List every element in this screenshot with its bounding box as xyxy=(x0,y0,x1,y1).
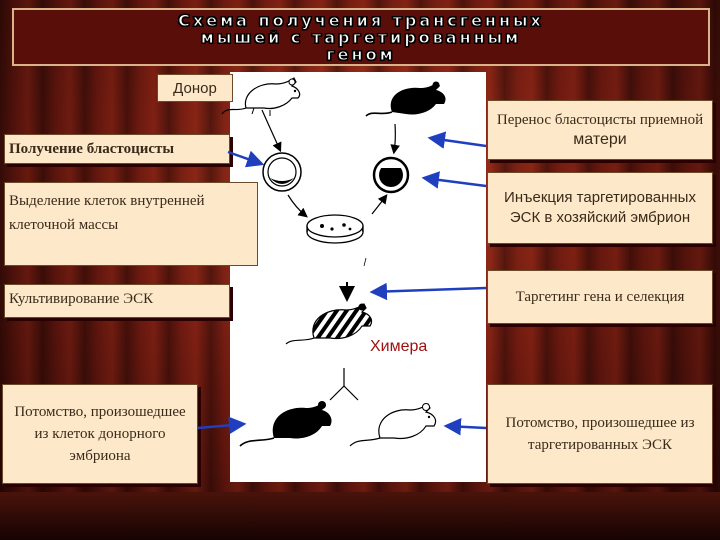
label-donor-text: Донор xyxy=(173,79,217,97)
label-transfer: Перенос бластоцисты приемной матери xyxy=(487,100,713,160)
label-isolate: Выделение клеток внутренней клеточной ма… xyxy=(4,182,258,266)
label-transfer-mother-text: матери xyxy=(573,131,627,148)
title-box: Схема получения трансгенных мышей с тарг… xyxy=(12,8,710,66)
label-injection-text: Инъекция таргетированных ЭСК в хозяйский… xyxy=(504,189,696,226)
label-targeting-text: Таргетинг гена и селекция xyxy=(515,289,685,305)
stage-floor xyxy=(0,492,720,540)
label-targeting: Таргетинг гена и селекция xyxy=(487,270,713,324)
label-offspring-targeted-text: Потомство, произошедшее из таргетированн… xyxy=(505,415,695,453)
label-offspring-donor-text: Потомство, произошедшее из клеток донорн… xyxy=(14,404,186,464)
label-cultivate: Культивирование ЭСК xyxy=(4,284,230,318)
label-injection: Инъекция таргетированных ЭСК в хозяйский… xyxy=(487,172,713,244)
chimera-label: Химера xyxy=(370,338,427,356)
label-isolate-text: Выделение клеток внутренней клеточной ма… xyxy=(9,193,205,233)
diagram-panel xyxy=(230,72,486,482)
chimera-label-text: Химера xyxy=(370,338,428,355)
label-get-blastocyst-text: Получение бластоцисты xyxy=(9,141,175,157)
label-cultivate-text: Культивирование ЭСК xyxy=(9,291,154,307)
label-donor: Донор xyxy=(157,74,233,102)
label-offspring-donor: Потомство, произошедшее из клеток донорн… xyxy=(2,384,198,484)
slide-title: Схема получения трансгенных мышей с тарг… xyxy=(178,10,544,64)
label-get-blastocyst: Получение бластоцисты xyxy=(4,134,230,164)
label-transfer-inner: Перенос бластоцисты приемной матери xyxy=(494,110,706,150)
label-offspring-targeted: Потомство, произошедшее из таргетированн… xyxy=(487,384,713,484)
label-transfer-text: Перенос бластоцисты приемной xyxy=(496,112,704,128)
